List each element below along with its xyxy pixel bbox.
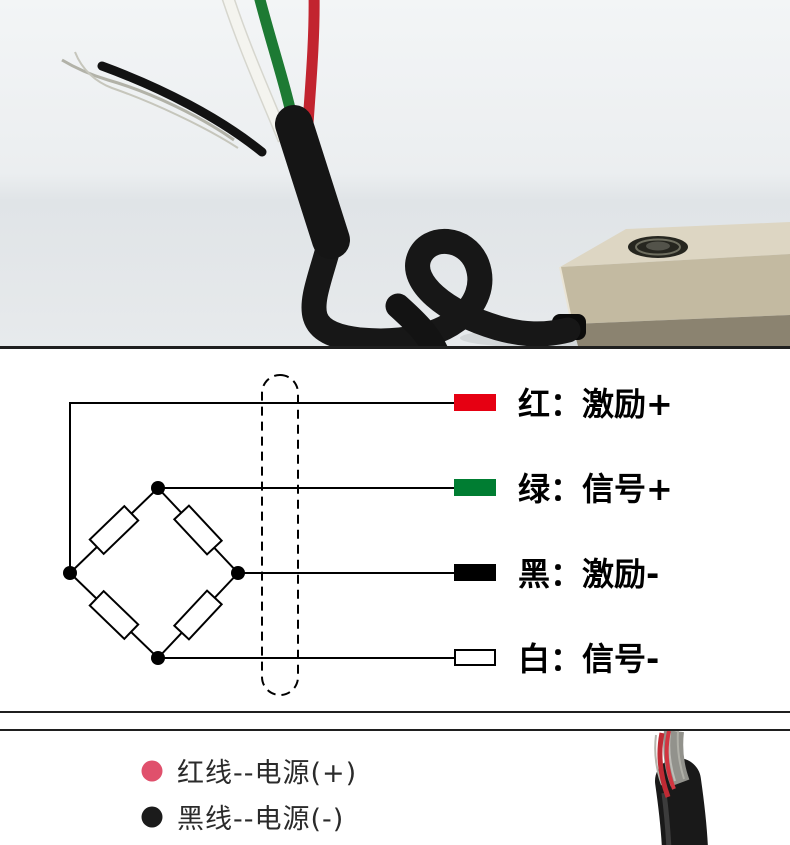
green-swatch [454,479,496,496]
legend-label-red: 红线--电源(+) [177,758,358,789]
shield-strand-2 [676,731,685,780]
section-divider-middle-b [0,729,790,731]
red-swatch [454,394,496,411]
legend-item-red: 红线--电源(+) [141,751,357,790]
wiring-diagram-section: 红：激励+ 绿：信号+ 黑：激励- 白：信号- [0,349,790,711]
node-left [63,566,77,580]
block-bottom-face [572,315,790,346]
black-swatch [454,564,496,581]
wire-legend-section: 红线--电源(+) 黑线--电源(-) [0,731,790,845]
bare-shield-wire [61,58,235,142]
cable-end-photo [654,731,708,845]
bare-shield-wire-2 [74,51,239,149]
black-dot-icon [141,806,163,827]
bridge-diamond [68,486,240,660]
black-dot [141,806,163,827]
black-wire-label: 黑：激励- [518,555,659,593]
section-divider-top [0,346,790,349]
hole-center [646,241,670,251]
red-dot [141,760,163,781]
section-divider-middle-a [0,711,790,713]
braided-shield [663,731,690,787]
red-inner-wire-2 [664,731,676,790]
red-inner-wire [657,732,671,798]
legend-label-black: 黑线--电源(-) [177,804,345,835]
node-right [231,566,245,580]
cable-jacket [655,758,708,845]
excitation-plus-line [69,402,455,573]
gauge-top-left [88,504,140,556]
node-bottom [151,651,165,665]
gauge-bottom-right [172,589,224,641]
cable-sheath-outline [261,374,299,696]
product-photo-section [0,0,790,369]
wire-swatches [454,394,496,666]
load-cell-photo [0,0,790,369]
red-wire-label: 红：激励+ [518,385,673,423]
cable-jacket [301,225,581,354]
wire-labels: 红：激励+ 绿：信号+ 黑：激励- 白：信号- [518,385,673,678]
bridge-nodes [63,481,245,665]
heat-shrink-tube [275,105,350,259]
red-dot-icon [141,760,163,781]
load-cell-block [460,222,790,350]
green-wire-label: 绿：信号+ [518,470,673,508]
strain-gauges [88,504,224,641]
block-front-face [560,254,790,324]
black-wire [97,61,267,157]
white-wire-label: 白：信号- [518,640,659,678]
gauge-top-right [172,504,224,556]
wheatstone-bridge-diagram: 红：激励+ 绿：信号+ 黑：激励- 白：信号- [63,374,673,696]
gauge-bottom-left [88,589,140,641]
white-swatch [454,649,496,666]
node-top [151,481,165,495]
hole-thread-ring [635,238,681,256]
legend-item-black: 黑线--电源(-) [141,797,344,836]
